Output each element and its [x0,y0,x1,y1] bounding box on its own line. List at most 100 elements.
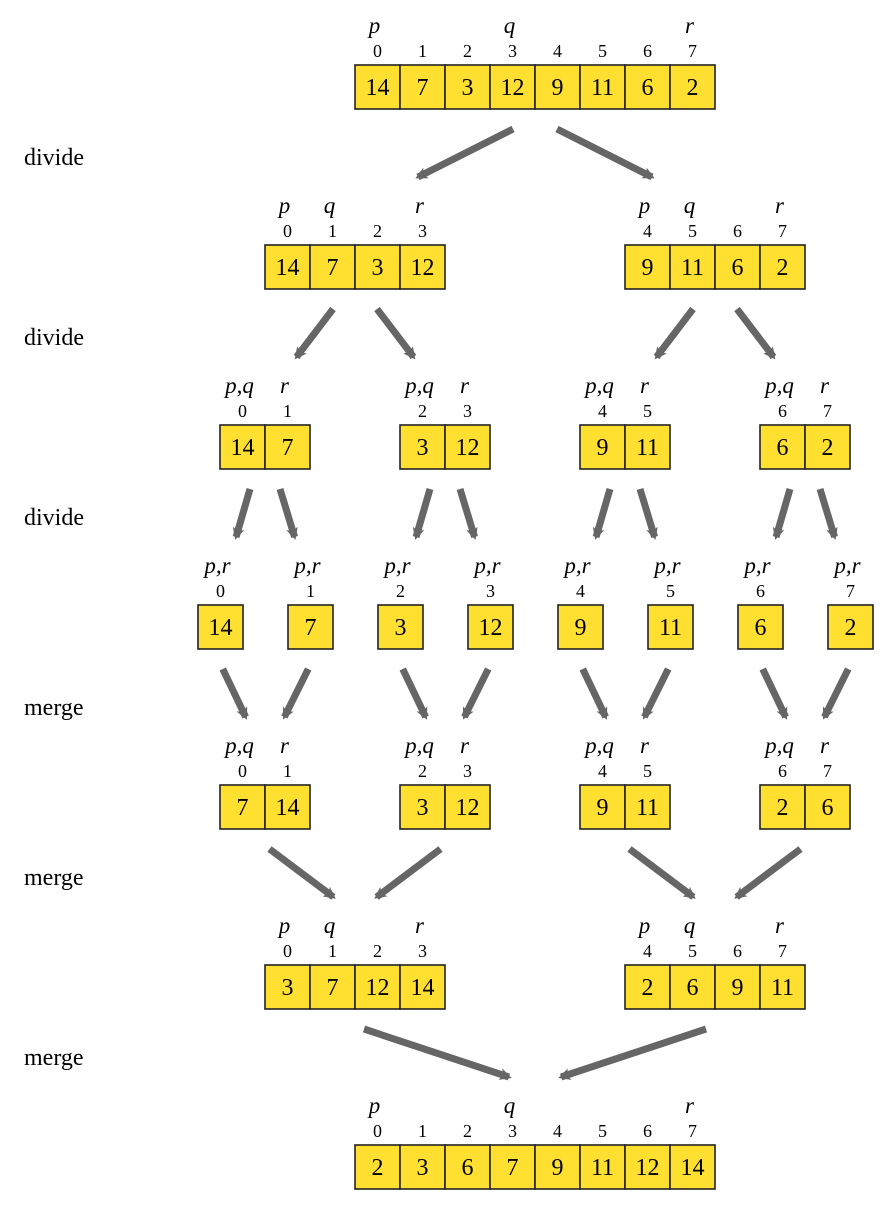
cell-box [399,64,446,110]
array-cell: 66 [714,221,761,290]
pointer-label: p,r [202,553,231,578]
array-cell: 30p [264,913,311,1010]
cell-value: 7 [507,1155,519,1181]
cell-value: 14 [276,255,300,281]
divide-arrow [734,306,777,360]
cell-box [399,244,446,290]
array-cell: 65q [669,913,716,1010]
cell-value: 3 [417,435,429,461]
pointer-label: q [504,13,516,38]
array-cell: 27r [669,13,716,110]
pointer-label: r [280,373,290,398]
cell-value: 9 [642,255,654,281]
cell-value: 6 [687,975,699,1001]
array-cell: 32 [444,41,491,110]
index-label: 5 [598,41,607,61]
index-label: 1 [418,41,427,61]
cell-box [804,424,851,470]
cell-value: 6 [462,1155,474,1181]
pointer-label: r [640,733,650,758]
subarray-r3-g4: 94p,r [557,553,604,650]
stage-label-merge: merge [24,1045,84,1071]
cell-box [714,964,761,1010]
index-label: 2 [463,1121,472,1141]
divide-arrow [653,306,696,360]
cell-box [624,784,671,830]
array-cell: 94p,q [579,373,626,470]
array-cell: 71r [264,373,311,470]
array-cell: 71q [309,913,356,1010]
cell-value: 7 [282,435,294,461]
pointer-label: q [324,913,336,938]
cell-box [444,424,491,470]
divide-arrow [772,488,794,540]
cell-box [399,1144,446,1190]
cell-value: 11 [636,435,659,461]
index-label: 6 [756,581,765,601]
index-label: 6 [733,221,742,241]
cell-value: 12 [411,255,435,281]
array-cell: 31 [399,1121,446,1190]
index-label: 4 [643,941,652,961]
cell-value: 12 [636,1155,660,1181]
cell-box [534,1144,581,1190]
cell-value: 2 [642,975,654,1001]
pointer-label: p,q [223,733,254,758]
merge-arrow [374,846,443,900]
cell-box [737,604,784,650]
cell-value: 3 [372,255,384,281]
pointer-label: p,r [652,553,681,578]
index-label: 7 [846,581,855,601]
array-cell: 27r [759,193,806,290]
divide-arrow [412,488,434,540]
pointer-label: r [685,1093,695,1118]
array-cell: 94p,q [579,733,626,830]
index-label: 3 [508,41,517,61]
cell-value: 6 [755,615,767,641]
index-label: 3 [463,401,472,421]
array-cell: 20p [354,1093,401,1190]
array-cell: 73q [489,1093,536,1190]
pointer-label: p [277,913,291,938]
cell-box [624,424,671,470]
array-cell: 94 [534,41,581,110]
cell-box [287,604,334,650]
cell-value: 3 [282,975,294,1001]
cell-box [444,784,491,830]
cell-box [669,64,716,110]
merge-arrow [267,846,336,900]
merge-arrow [461,667,492,720]
merge-arrow [734,846,803,900]
cell-box [624,64,671,110]
divide-arrow [456,487,478,540]
array-cell: 27r [804,373,851,470]
index-label: 2 [396,581,405,601]
divide-arrow [555,125,655,181]
pointer-label: r [685,13,695,38]
cell-box [309,244,356,290]
subarray-r3-g1: 71p,r [287,553,334,650]
index-label: 1 [328,941,337,961]
array-cell: 96 [714,941,761,1010]
cell-box [197,604,244,650]
cell-value: 6 [732,255,744,281]
cell-box [264,424,311,470]
array-cell: 32p,q [399,733,446,830]
pointer-label: r [415,193,425,218]
index-label: 7 [823,761,832,781]
index-label: 5 [643,761,652,781]
index-label: 0 [238,401,247,421]
